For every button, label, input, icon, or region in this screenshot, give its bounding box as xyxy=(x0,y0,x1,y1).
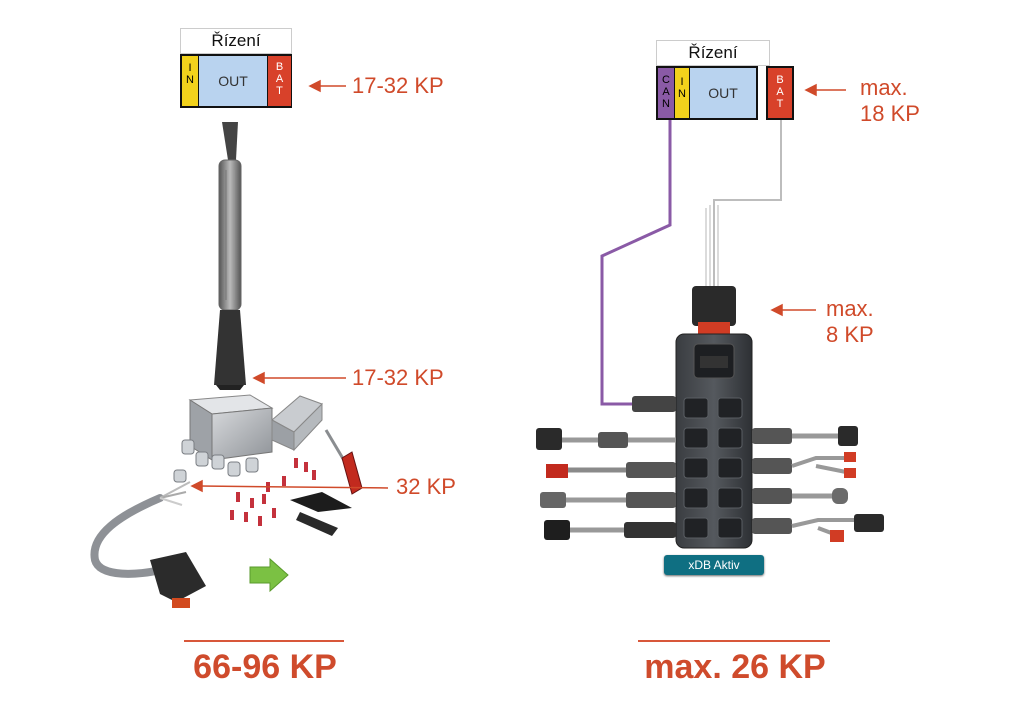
out-block: OUT xyxy=(199,56,267,106)
assembly-kp-label: 32 KP xyxy=(396,474,456,499)
connector-max-line1: max. xyxy=(826,296,874,321)
left-total: 66-96 KP xyxy=(193,648,337,686)
module-badge: xDB Aktiv xyxy=(664,555,764,575)
left-total-rule xyxy=(184,640,344,642)
bat-wire xyxy=(713,118,782,290)
crimp-terminals xyxy=(230,458,316,526)
controller-title: Řízení xyxy=(688,43,738,62)
junction-box xyxy=(188,394,274,461)
pointer-arrows-right xyxy=(770,83,846,317)
bat-max-line1: max. xyxy=(860,75,908,100)
harness-kp-label: 17-32 KP xyxy=(352,73,444,98)
bat-max-label: max. 18 KP xyxy=(860,75,920,127)
cable-kp-label: 17-32 KP xyxy=(352,365,444,390)
cable-harness xyxy=(214,122,246,390)
connector-max-line2: 8 KP xyxy=(826,322,874,347)
screwdriver xyxy=(324,429,363,495)
connector-max-label: max. 8 KP xyxy=(826,296,874,348)
peripheral-cables-left xyxy=(536,396,676,540)
out-label: OUT xyxy=(218,73,248,89)
peripheral-cables-right xyxy=(752,426,884,542)
right-total-rule xyxy=(638,640,830,642)
out-block: OUT xyxy=(690,68,756,118)
wire-stripper xyxy=(290,492,352,536)
cable-glands xyxy=(173,439,259,483)
module-badge-label: xDB Aktiv xyxy=(688,558,740,572)
valve-connector-cable xyxy=(90,481,206,608)
bat-max-line2: 18 KP xyxy=(860,101,920,126)
out-label: OUT xyxy=(708,85,738,101)
can-wire xyxy=(600,118,672,406)
right-total: max. 26 KP xyxy=(644,648,826,686)
controller-title: Řízení xyxy=(211,31,261,50)
green-arrow-icon xyxy=(249,557,289,593)
pointer-arrows-left xyxy=(190,79,389,493)
terminal-block xyxy=(271,395,323,452)
xdb-module xyxy=(675,333,753,549)
module-connector xyxy=(692,286,736,334)
